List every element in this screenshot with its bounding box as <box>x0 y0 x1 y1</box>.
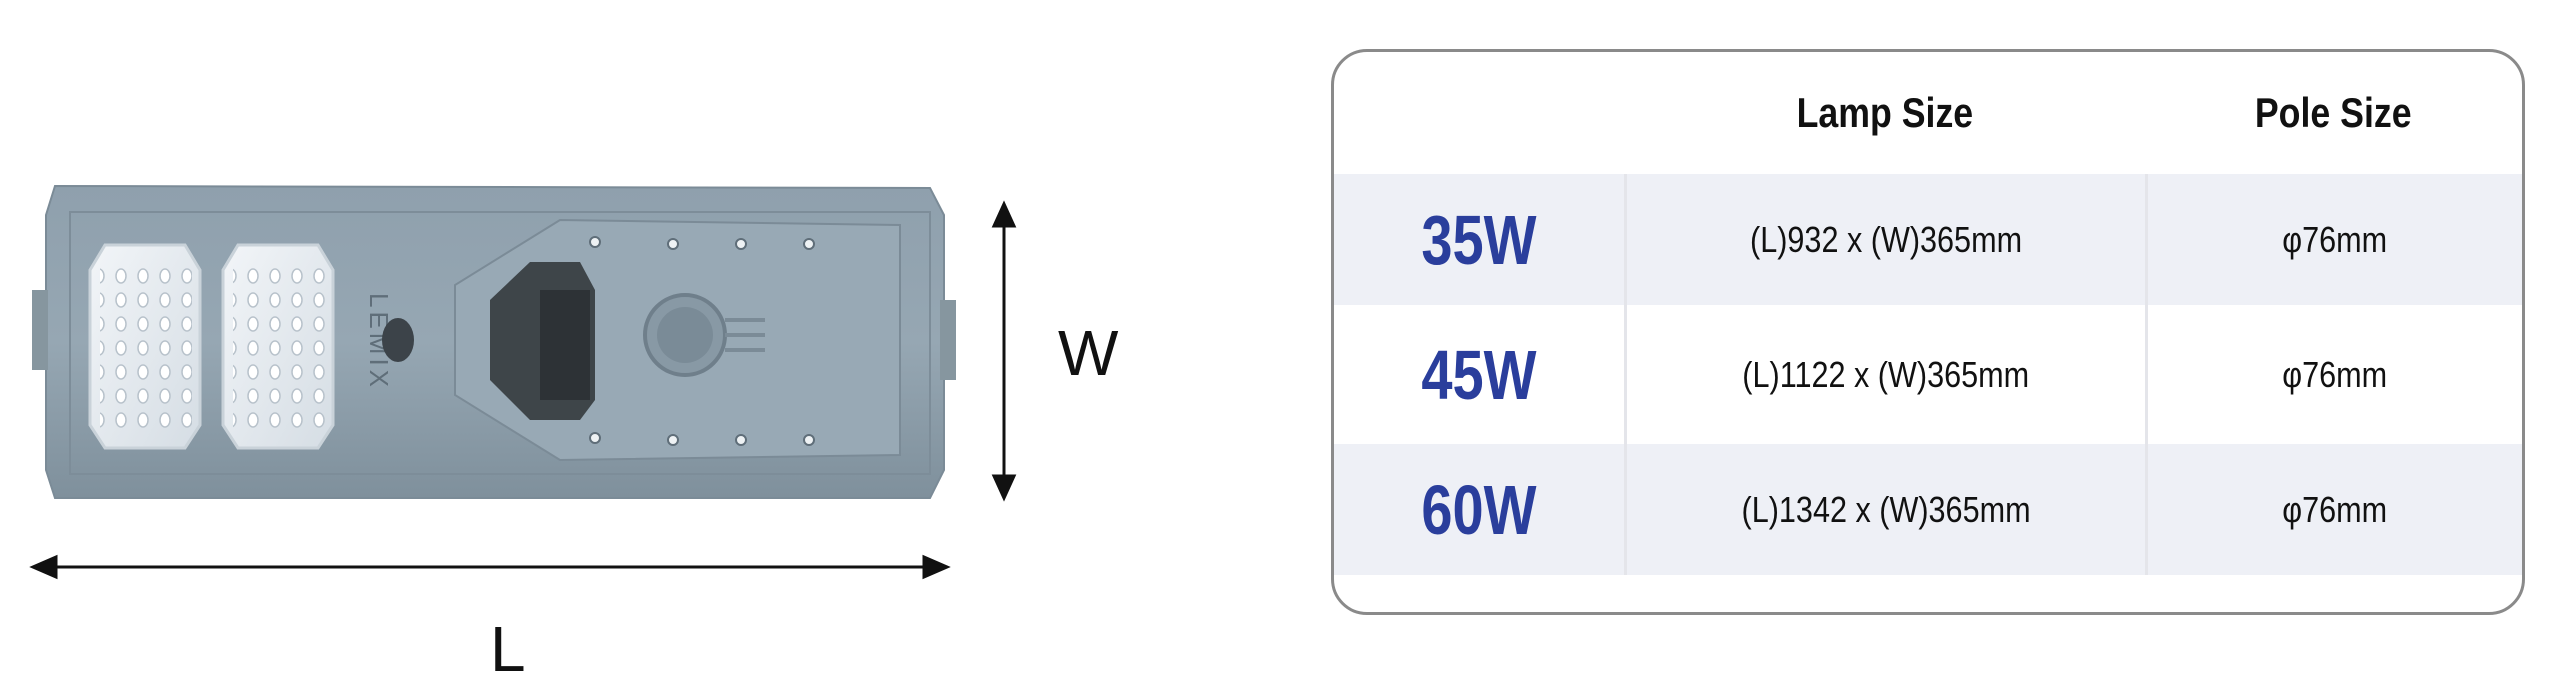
header-pole-size: Pole Size <box>2255 89 2412 136</box>
spec-table: Lamp Size Pole Size 35W (L)932 x (W)365m… <box>1331 49 2525 615</box>
length-dimension-arrow <box>29 554 951 580</box>
header-cell-lamp-size: Lamp Size <box>1624 52 2145 174</box>
power-value: 45W <box>1421 335 1537 414</box>
table-row: 45W (L)1122 x (W)365mm φ76mm <box>1334 305 2522 444</box>
pole-size-value: φ76mm <box>2282 488 2388 530</box>
lamp-size-value: (L)1342 x (W)365mm <box>1741 488 2031 530</box>
power-value: 35W <box>1421 200 1537 279</box>
header-cell-empty <box>1334 52 1624 174</box>
length-label: L <box>490 613 526 685</box>
table-header-row: Lamp Size Pole Size <box>1334 52 2522 174</box>
width-dimension-arrow <box>991 200 1017 502</box>
pole-size-value: φ76mm <box>2282 353 2388 395</box>
power-value: 60W <box>1421 470 1537 549</box>
pole-mount-housing <box>454 218 901 462</box>
table-row: 35W (L)932 x (W)365mm φ76mm <box>1334 174 2522 305</box>
lamp-size-value: (L)1122 x (W)365mm <box>1742 353 2030 395</box>
pole-size-value: φ76mm <box>2282 218 2388 260</box>
lamp-size-value: (L)932 x (W)365mm <box>1749 218 2023 260</box>
header-lamp-size: Lamp Size <box>1796 89 1973 136</box>
light-sensor <box>382 318 414 362</box>
led-module-left <box>88 243 202 450</box>
table-row: 60W (L)1342 x (W)365mm φ76mm <box>1334 444 2522 575</box>
led-module-right <box>221 243 335 450</box>
street-lamp-diagram: LEMIX <box>29 184 1017 580</box>
width-label: W <box>1058 317 1119 389</box>
header-cell-pole-size: Pole Size <box>2145 52 2522 174</box>
